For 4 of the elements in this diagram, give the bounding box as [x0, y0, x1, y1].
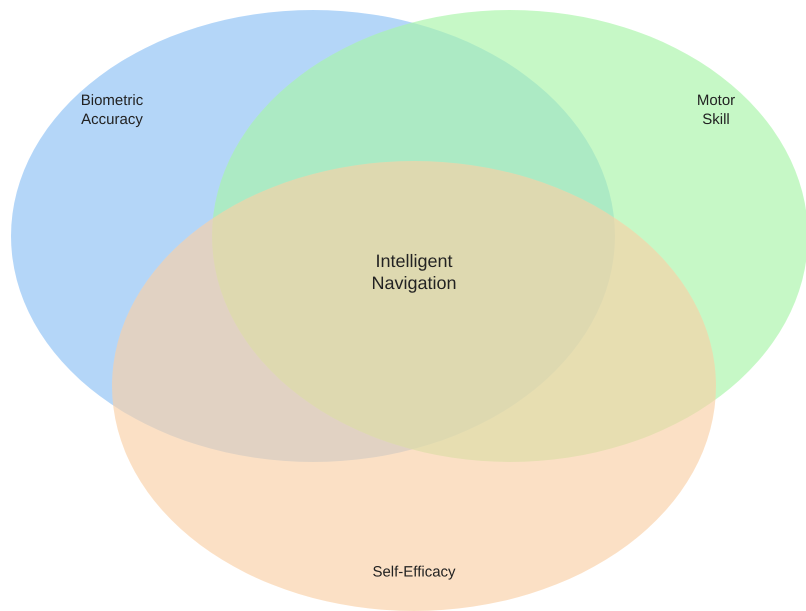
set-label: Biometric Accuracy	[80, 91, 144, 129]
set-label: Self-Efficacy	[371, 562, 457, 582]
set-label: Motor Skill	[696, 91, 736, 129]
intersection-label: Intelligent Navigation	[370, 250, 458, 294]
